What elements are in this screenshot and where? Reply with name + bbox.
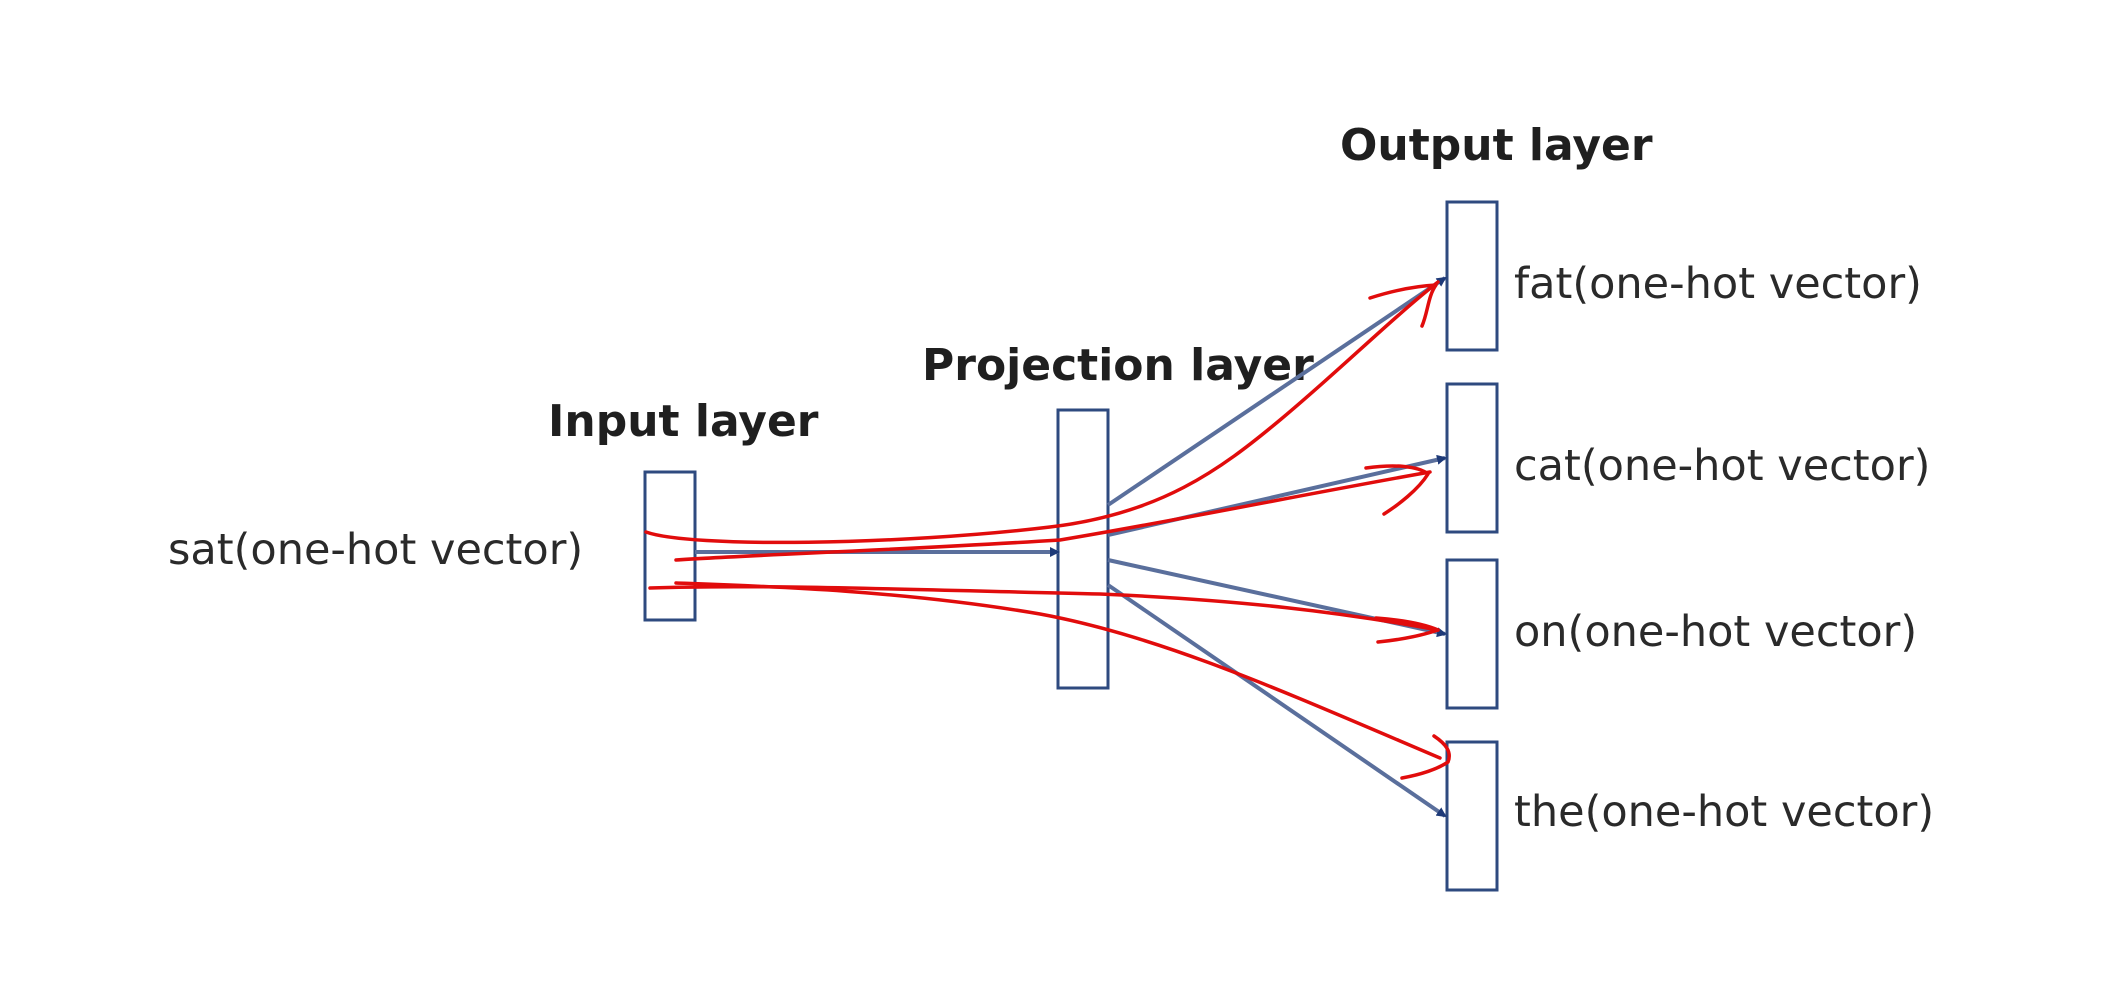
output-word-on: on(one-hot vector) <box>1514 607 1917 657</box>
red-arrowhead-the <box>1400 734 1451 780</box>
projection-layer-title: Projection layer <box>922 340 1314 391</box>
input-word-label: sat(one-hot vector) <box>168 525 583 575</box>
input-layer-box <box>643 470 697 622</box>
red-annotation-group <box>644 280 1451 780</box>
red-arrow-to-the <box>674 581 1442 760</box>
red-arrowhead-fat <box>1368 283 1438 328</box>
output-box-on <box>1445 558 1499 710</box>
output-box-the <box>1445 740 1499 892</box>
projection-to-the-arrow <box>1106 583 1447 818</box>
output-box-cat <box>1445 382 1499 534</box>
input-layer-title: Input layer <box>548 396 819 447</box>
output-box-fat <box>1445 200 1499 352</box>
red-arrow-to-fat <box>644 280 1440 545</box>
output-word-fat: fat(one-hot vector) <box>1514 259 1922 309</box>
output-word-the: the(one-hot vector) <box>1514 787 1934 837</box>
output-word-cat: cat(one-hot vector) <box>1514 441 1930 491</box>
red-arrow-to-cat <box>674 470 1432 562</box>
projection-layer-box <box>1056 408 1110 690</box>
projection-to-fat-arrow <box>1106 276 1447 507</box>
red-arrowhead-cat <box>1364 464 1430 516</box>
red-arrowhead-on <box>1374 616 1440 644</box>
output-layer-title: Output layer <box>1340 120 1653 171</box>
